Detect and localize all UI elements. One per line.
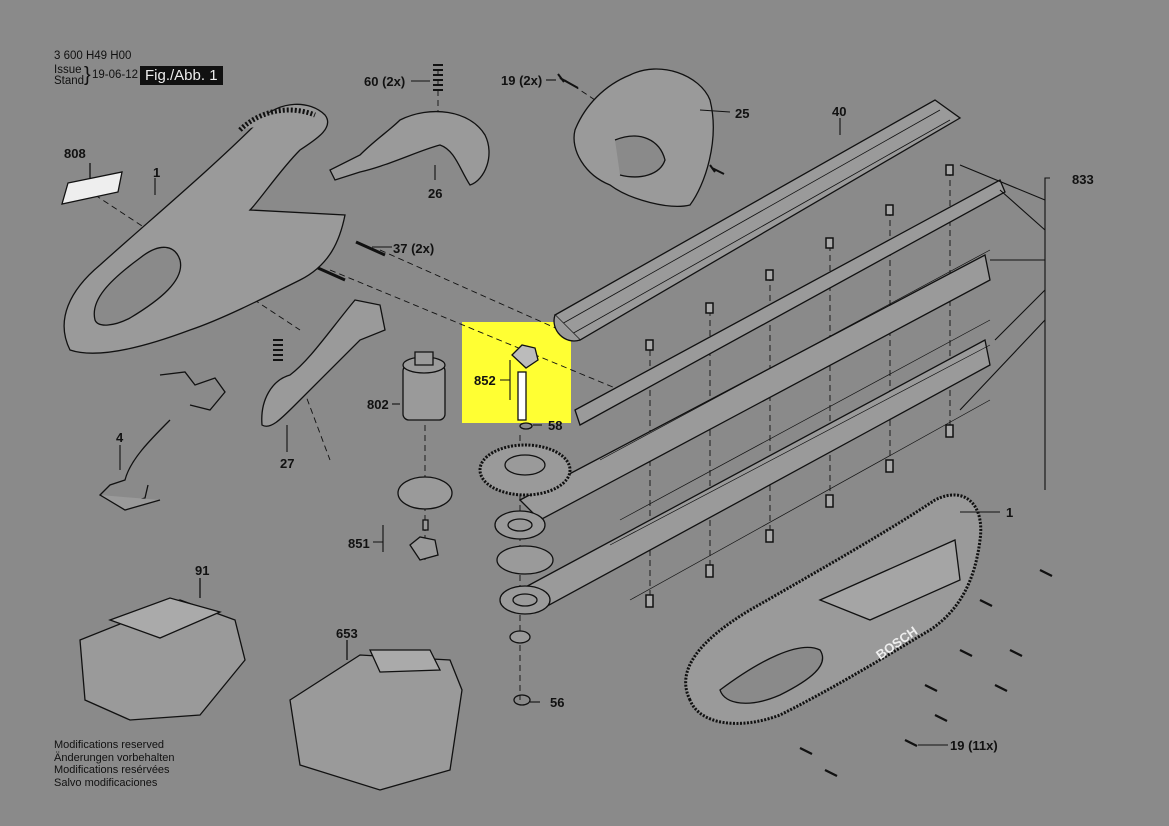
label-58: 58 — [548, 418, 563, 433]
battery-91 — [79, 597, 246, 721]
label-60: 60 (2x) — [364, 74, 406, 89]
blades-833 — [518, 249, 991, 611]
washer-56 — [513, 694, 531, 706]
modification-notes: Modifications reserved Änderungen vorbeh… — [54, 739, 174, 789]
label-27: 27 — [280, 456, 295, 471]
issue-label: Issue — [54, 64, 82, 76]
blade-screws — [645, 164, 954, 608]
pins-37 — [317, 240, 386, 282]
blade-rail-833 — [574, 179, 1006, 426]
label-802: 802 — [367, 397, 389, 412]
spring-60 — [433, 64, 443, 91]
screw-19-top — [557, 73, 579, 89]
label-808: 808 — [64, 146, 86, 161]
label-56: 56 — [550, 695, 565, 710]
drive-links — [494, 510, 554, 615]
cable-switch-4 — [98, 371, 226, 511]
label-833: 833 — [1072, 172, 1094, 187]
label-1-bottom: 1 — [1006, 505, 1014, 520]
stand-label: Stand — [54, 75, 85, 87]
housing-left-1 — [63, 103, 346, 354]
note-line: Modifications resérvées — [54, 764, 170, 776]
gear-wheel — [478, 443, 572, 497]
leader-lines — [119, 79, 1050, 746]
label-25: 25 — [735, 106, 750, 121]
part-852 — [511, 344, 539, 421]
note-line: Salvo modificaciones — [54, 776, 158, 789]
note-line: Änderungen vorbehalten — [54, 751, 175, 764]
label-852: 852 — [474, 373, 496, 388]
brace-icon: } — [84, 64, 91, 86]
trigger-26 — [329, 110, 490, 186]
label-plate-808 — [61, 171, 123, 205]
label-653: 653 — [336, 626, 358, 641]
blade-guard-40 — [553, 99, 962, 342]
label-91: 91 — [195, 563, 210, 578]
label-851: 851 — [348, 536, 370, 551]
label-1-top: 1 — [153, 165, 161, 180]
screws-19-bottom — [799, 569, 1053, 777]
note-line: Modifications reserved — [54, 739, 165, 751]
label-37: 37 (2x) — [393, 241, 435, 256]
motor-802 — [402, 351, 446, 421]
label-26: 26 — [428, 186, 443, 201]
label-19-top: 19 (2x) — [501, 73, 543, 88]
pinion-disk — [397, 476, 453, 510]
housing-right-1 — [684, 493, 983, 725]
label-40: 40 — [832, 104, 847, 119]
charger-653 — [289, 649, 463, 791]
washer-58 — [519, 422, 533, 430]
label-4: 4 — [116, 430, 124, 445]
figure-label: Fig./Abb. 1 — [140, 66, 223, 85]
label-19-bottom: 19 (11x) — [950, 738, 998, 753]
part-851 — [409, 519, 439, 561]
issue-date: 19-06-12 — [92, 69, 139, 81]
document-number: 3 600 H49 H00 — [54, 50, 132, 62]
highlight-part-852[interactable] — [462, 322, 571, 423]
handle-27 — [261, 299, 386, 427]
